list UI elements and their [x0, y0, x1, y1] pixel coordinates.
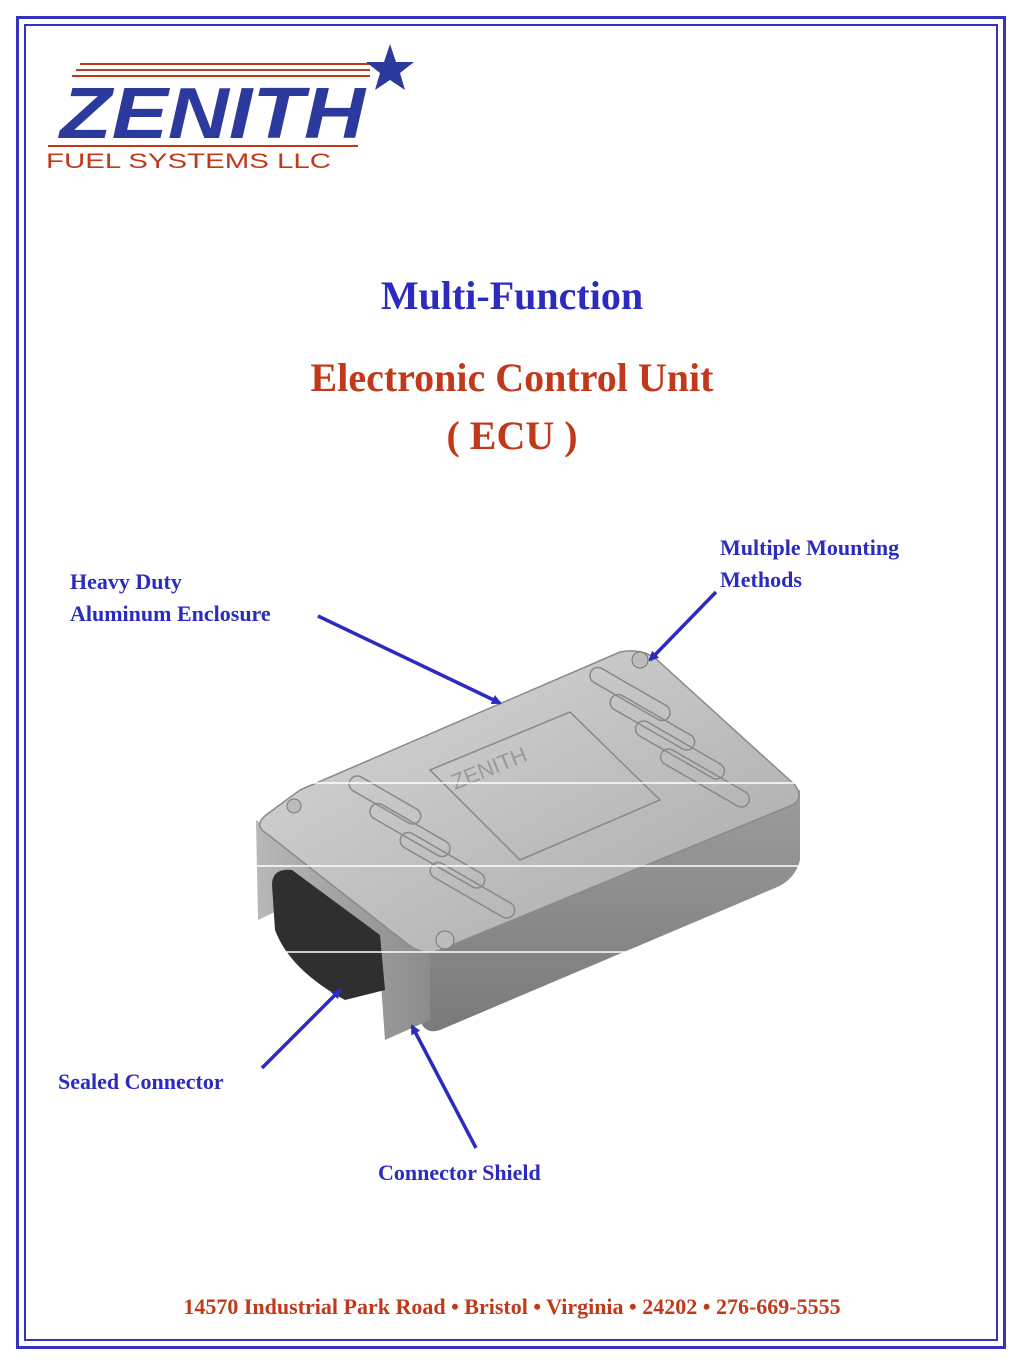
ecu-top-panel	[259, 650, 800, 953]
callout-connector: Sealed Connector	[58, 1069, 224, 1094]
cooling-ribs	[348, 666, 751, 919]
callout-arrows	[260, 590, 718, 1149]
scan-lines	[256, 782, 806, 953]
callout-mounting-line2: Methods	[720, 567, 802, 592]
callout-enclosure: Heavy Duty Aluminum Enclosure	[70, 566, 271, 630]
footer-address: 14570 Industrial Park Road • Bristol • V…	[183, 1294, 841, 1319]
arrow-enclosure	[317, 614, 502, 705]
mounting-hole-icon	[631, 651, 649, 669]
star-icon	[366, 44, 414, 90]
page-title: Multi-Function	[380, 273, 644, 318]
callout-enclosure-line2: Aluminum Enclosure	[70, 601, 271, 626]
page-subtitle-abbr: ( ECU )	[446, 413, 578, 458]
arrow-connector	[260, 988, 342, 1070]
ecu-label-plate	[428, 711, 662, 861]
sealed-connector	[272, 869, 385, 1000]
mounting-hole-icon	[286, 798, 302, 814]
logo-wordmark: ZENITH	[58, 74, 368, 154]
page-border-inner	[24, 24, 998, 1341]
arrow-shield	[410, 1024, 478, 1149]
callout-enclosure-line1: Heavy Duty	[70, 569, 182, 594]
mounting-hole-icon	[435, 930, 455, 950]
arrow-mounting	[648, 590, 718, 662]
logo-stripes	[48, 63, 370, 147]
page-border-outer	[16, 16, 1006, 1349]
callout-mounting: Multiple Mounting Methods	[720, 532, 899, 596]
page-subtitle: Electronic Control Unit	[310, 355, 714, 400]
callout-mounting-line1: Multiple Mounting	[720, 535, 900, 560]
ecu-side-panel	[420, 790, 800, 1032]
logo-subtitle: FUEL SYSTEMS LLC	[46, 150, 331, 173]
zenith-logo: ZENITH FUEL SYSTEMS LLC	[46, 44, 414, 173]
callout-shield: Connector Shield	[378, 1160, 541, 1185]
